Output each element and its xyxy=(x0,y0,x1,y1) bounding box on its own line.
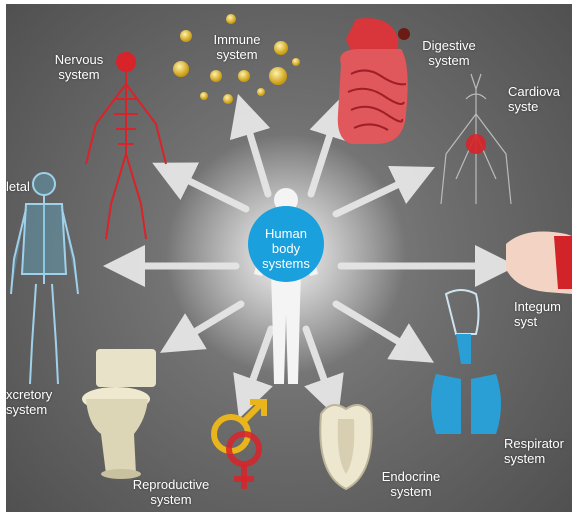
label-respiratory: Respirator system xyxy=(504,436,572,466)
gender-symbols xyxy=(214,402,264,489)
skeleton-figure xyxy=(11,173,78,384)
label-excretory: xcretory system xyxy=(6,387,72,417)
lungs-head xyxy=(431,290,501,434)
label-immune: Immune system xyxy=(202,32,272,62)
label-cardiovascular: Cardiova syste xyxy=(508,84,572,114)
label-integumentary: Integum syst xyxy=(514,299,572,329)
label-digestive: Digestive system xyxy=(414,38,484,68)
label-endocrine: Endocrine system xyxy=(374,469,448,499)
gland-cells xyxy=(320,405,371,489)
toilet xyxy=(82,349,156,479)
hand-skin xyxy=(506,232,572,294)
label-nervous: Nervous system xyxy=(44,52,114,82)
diagram-canvas: Human body systems Nervous system Immune… xyxy=(6,4,572,512)
label-skeletal: letal xyxy=(6,179,42,194)
heart-vessels xyxy=(441,74,511,204)
label-reproductive: Reproductive system xyxy=(121,477,221,507)
center-label: Human body systems xyxy=(246,226,326,271)
digestive-tract xyxy=(338,18,410,144)
